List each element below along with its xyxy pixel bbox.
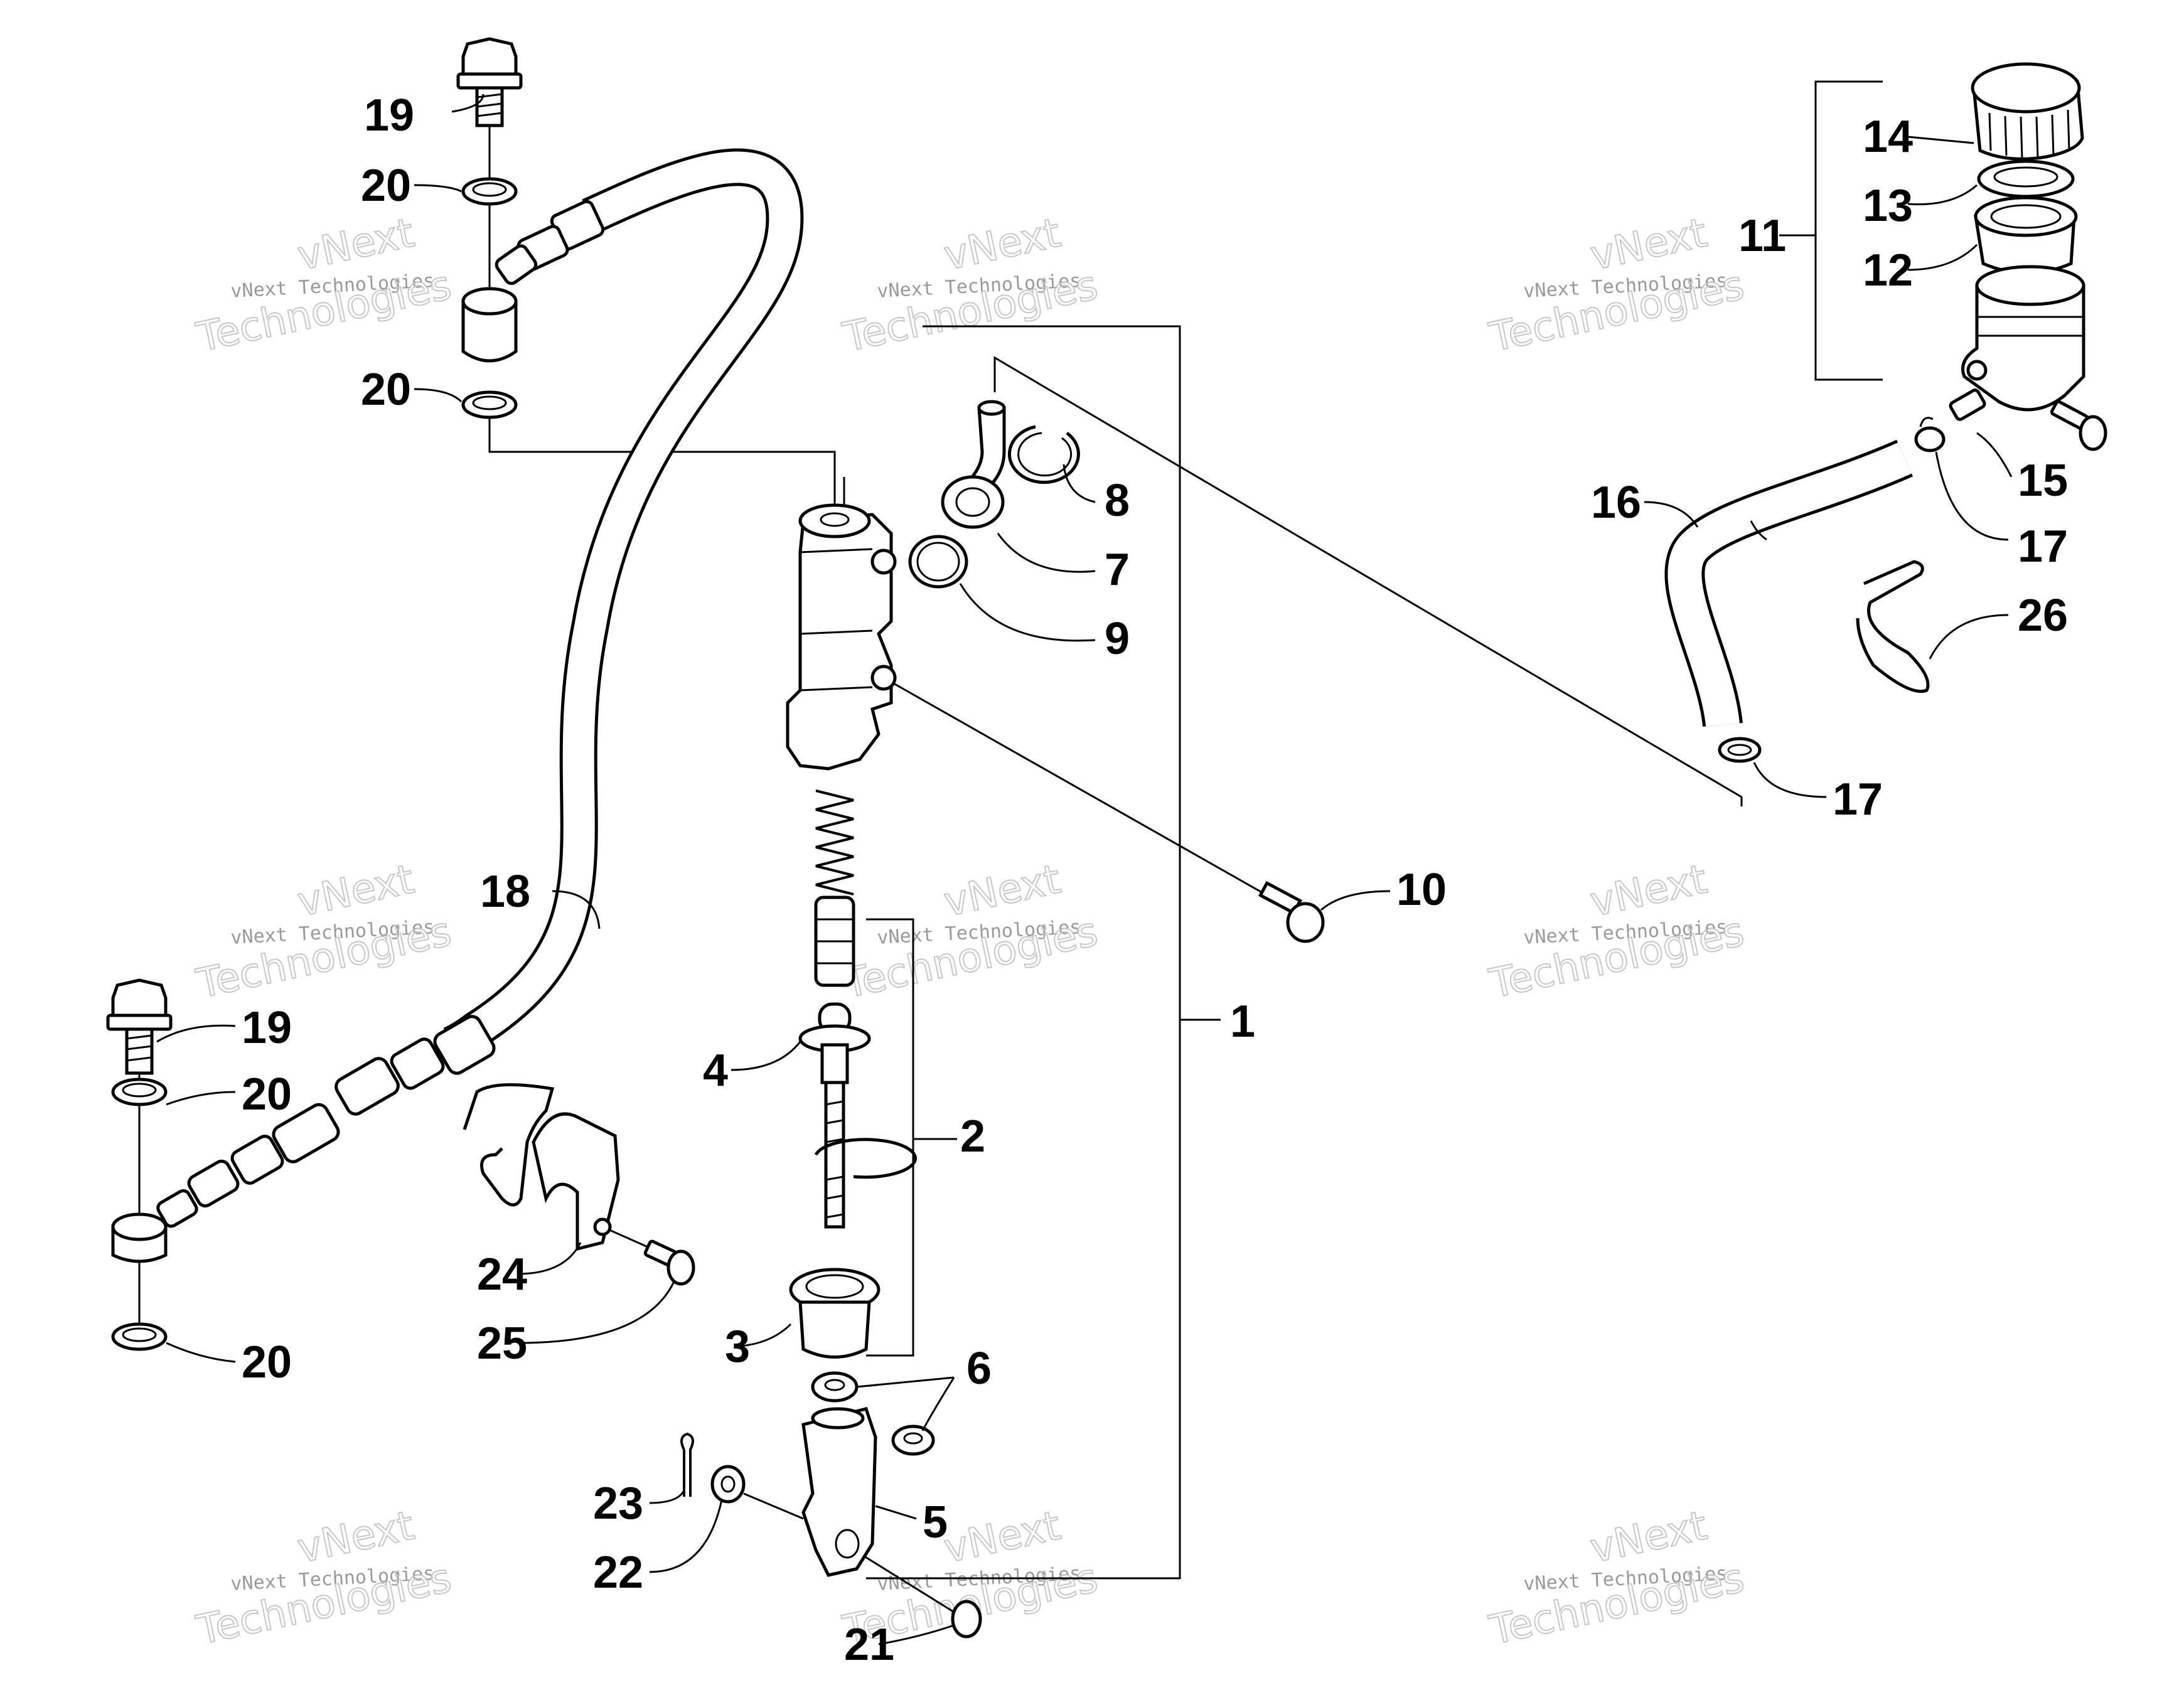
callout-9: 9: [1105, 614, 1130, 664]
cotter-pin-23: [680, 1432, 694, 1497]
clip-26: [1856, 560, 1930, 693]
hose-fitting-bottom: [156, 1015, 496, 1228]
callout-labels: 1 2 3 4 5 6 7 8 9 10 11 12 13 14 15 16 1…: [242, 90, 2068, 1670]
banjo-block-top: [461, 287, 518, 363]
o-ring-9: [908, 535, 968, 589]
callout-leaders: [156, 94, 2013, 1645]
callout-20-d: 20: [242, 1337, 292, 1388]
watermark-text: vNext: [1587, 210, 1711, 279]
washer-20-top-b: [461, 390, 518, 419]
watermark: vNext vNext Technologies Technologies: [192, 855, 456, 1008]
watermark-text: vNext: [1587, 1502, 1711, 1572]
bracket-2: [866, 918, 914, 1357]
hose-clip: [463, 1083, 555, 1207]
nut-6-upper: [811, 1371, 859, 1403]
callout-19-top: 19: [364, 90, 414, 141]
callout-15: 15: [2018, 456, 2068, 506]
callout-13: 13: [1863, 181, 1913, 231]
callout-1: 1: [1230, 997, 1255, 1047]
diaphragm-plate-13: [1977, 159, 2075, 198]
watermark: vNext vNext Technologies Technologies: [1485, 855, 1749, 1008]
washer-22: [710, 1465, 746, 1504]
axis-line-bolt-10: [883, 676, 1293, 911]
watermark: vNext vNext Technologies Technologies: [192, 209, 456, 361]
bolt-25: [643, 1239, 695, 1286]
washer-20-top-a: [461, 177, 518, 206]
watermark: vNext vNext Technologies Technologies: [838, 855, 1103, 1008]
watermark-layer: vNext vNext Technologies Technologies vN…: [192, 209, 1749, 1654]
callout-3: 3: [725, 1322, 750, 1372]
watermark-text: vNext: [940, 210, 1064, 279]
screw-15: [2050, 400, 2107, 451]
nut-6-lower: [891, 1425, 935, 1456]
callout-17-top: 17: [2018, 521, 2068, 572]
watermark-text: vNext: [1587, 856, 1711, 926]
callout-18: 18: [480, 867, 530, 917]
hose-route-line: [993, 356, 1743, 806]
callout-20-b: 20: [361, 365, 411, 415]
banjo-block-bottom: [111, 1212, 168, 1263]
master-cylinder-body: [786, 477, 897, 771]
watermark: vNext vNext Technologies Technologies: [1485, 209, 1749, 361]
callout-17-bottom: 17: [1833, 774, 1883, 825]
callout-10: 10: [1396, 865, 1447, 915]
callout-4: 4: [703, 1045, 728, 1096]
hose-clamp-17-bottom: [1718, 737, 1762, 763]
watermark: vNext vNext Technologies Technologies: [1485, 1502, 1749, 1654]
callout-2: 2: [960, 1111, 985, 1162]
bolt-10: [1258, 880, 1325, 943]
callout-20-a: 20: [361, 161, 411, 211]
callout-25: 25: [477, 1318, 527, 1369]
callout-26: 26: [2018, 591, 2068, 641]
callout-22: 22: [593, 1548, 643, 1598]
watermark-text: vNext: [940, 856, 1064, 926]
watermark-text: vNext: [294, 1502, 418, 1572]
washer-20-bottom-b: [111, 1322, 168, 1351]
callout-23: 23: [593, 1478, 643, 1529]
callout-12: 12: [1863, 245, 1913, 296]
banjo-bolt-bottom: [106, 978, 173, 1075]
watermark-text: vNext: [294, 210, 418, 279]
reservoir-cap-14: [1971, 62, 2084, 161]
circlip-rod: [814, 1138, 917, 1179]
reservoir-body: [1961, 265, 2085, 412]
clevis-pin-21: [951, 1600, 982, 1639]
bracket-1: [866, 325, 1181, 1580]
callout-11: 11: [1738, 211, 1786, 261]
hose-nipple: [1949, 388, 1986, 421]
callout-20-c: 20: [242, 1069, 292, 1120]
banjo-bolt-top: [456, 37, 523, 127]
axis-line-washer-22: [743, 1492, 804, 1520]
washer-20-bottom-a: [111, 1077, 168, 1106]
watermark-text: vNext: [294, 856, 418, 926]
hose-body: [444, 151, 801, 1059]
clamp-bracket-24: [532, 1112, 620, 1251]
reservoir-hose-16: [1664, 439, 1913, 727]
callout-19-bottom: 19: [242, 1003, 292, 1053]
boot-3: [789, 1268, 881, 1359]
diaphragm-12: [1974, 196, 2078, 275]
callout-21: 21: [844, 1620, 894, 1670]
hose-clamp-17-top: [1914, 417, 1946, 452]
callout-24: 24: [477, 1249, 527, 1300]
callout-8: 8: [1105, 476, 1130, 526]
watermark: vNext vNext Technologies Technologies: [838, 209, 1103, 361]
push-rod-4: [798, 1002, 871, 1229]
watermark-text: vNext: [940, 1502, 1064, 1572]
bracket-11: [1814, 80, 1883, 381]
callout-6: 6: [966, 1344, 992, 1394]
spring: [815, 789, 854, 896]
watermark: vNext vNext Technologies Technologies: [192, 1502, 456, 1654]
callout-5: 5: [923, 1497, 948, 1548]
hose-fitting-top: [495, 200, 605, 286]
circlip-8: [1007, 425, 1080, 484]
callout-16: 16: [1591, 478, 1641, 528]
clevis-5: [801, 1407, 877, 1577]
union-fitting-7: [941, 400, 1006, 529]
piston: [814, 896, 855, 987]
callout-7: 7: [1105, 545, 1130, 595]
brake-hose: [156, 148, 804, 1228]
callout-14: 14: [1863, 112, 1913, 162]
